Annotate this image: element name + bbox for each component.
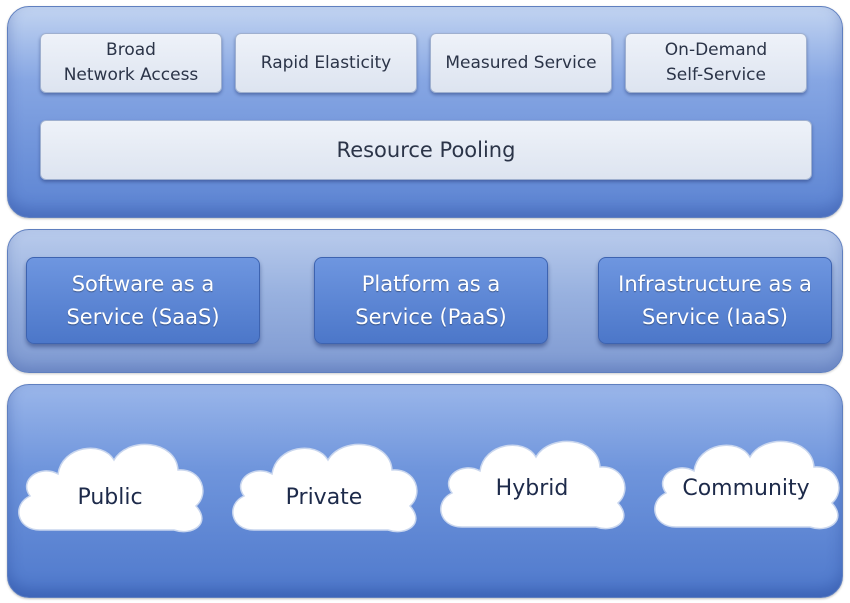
public-label: Public (77, 484, 143, 510)
rapid-elasticity-box: Rapid Elasticity (235, 33, 417, 93)
hybrid-cloud: Hybrid (432, 425, 632, 535)
resource-pooling-box: Resource Pooling (40, 120, 812, 180)
broad-network-access-box: Broad Network Access (40, 33, 222, 93)
cloud-icon (232, 443, 418, 533)
saas-box: Software as a Service (SaaS) (26, 257, 260, 344)
cloud-icon (18, 443, 204, 533)
cloud-icon (654, 440, 840, 530)
community-cloud: Community (646, 425, 846, 535)
private-cloud: Private (224, 428, 424, 538)
iaas-box: Infrastructure as a Service (IaaS) (598, 257, 832, 344)
public-cloud: Public (10, 428, 210, 538)
community-label: Community (682, 475, 810, 501)
paas-box: Platform as a Service (PaaS) (314, 257, 548, 344)
hybrid-label: Hybrid (495, 475, 569, 501)
measured-service-box: Measured Service (430, 33, 612, 93)
cloud-icon (440, 440, 626, 530)
private-label: Private (285, 484, 363, 510)
on-demand-self-service-box: On-Demand Self-Service (625, 33, 807, 93)
